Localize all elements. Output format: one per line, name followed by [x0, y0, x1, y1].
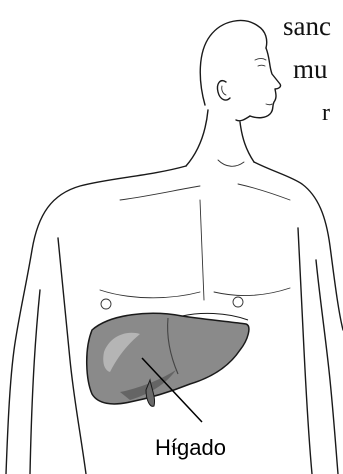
- text-fragment-line1: sanc: [283, 11, 331, 41]
- text-fragment-line3: r: [322, 100, 330, 126]
- neck-outline: [186, 110, 254, 166]
- liver-shape: [87, 313, 249, 406]
- text-fragment-line2: mu: [293, 54, 328, 84]
- head-outline: [200, 21, 280, 121]
- organ-label: Hígado: [155, 435, 226, 460]
